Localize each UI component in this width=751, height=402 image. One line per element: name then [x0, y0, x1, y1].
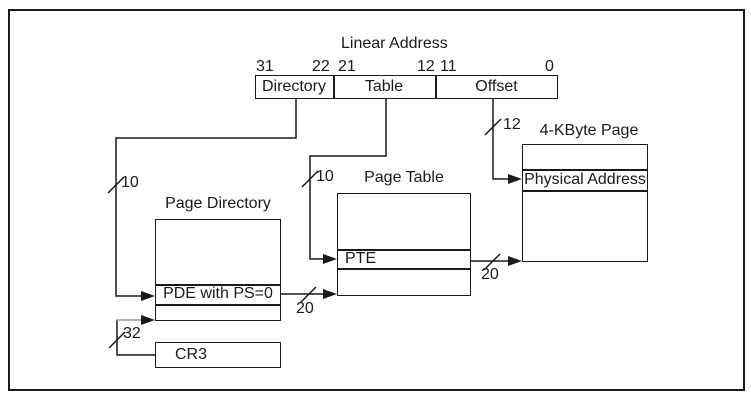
page-directory-box	[155, 219, 281, 321]
bit-label-12: 12	[417, 58, 435, 75]
connector-directory-to-pde	[115, 99, 297, 297]
bit-label-21: 21	[338, 58, 356, 75]
page-directory-row-divider	[155, 284, 281, 286]
bus-width-cr3-label: 32	[123, 325, 141, 342]
bus-width-pte-label: 20	[481, 266, 499, 283]
bus-slash-cr3	[108, 331, 126, 349]
arrowhead-into-page-directory-base	[141, 315, 155, 325]
arrowhead-into-page-base	[508, 256, 522, 266]
page-4kb-box	[522, 144, 648, 262]
connector-cr3-to-page-directory	[116, 320, 155, 356]
field-directory: Directory	[261, 78, 326, 95]
bus-width-pde-label: 20	[296, 300, 314, 317]
connector-table-to-pte	[309, 99, 387, 260]
page-directory-row-divider	[155, 304, 281, 306]
cr3-label: CR3	[175, 346, 208, 363]
page-table-title: Page Table	[364, 169, 444, 186]
arrowhead-into-pde	[141, 291, 155, 301]
bit-label-11: 11	[440, 58, 457, 75]
linear-address-title: Linear Address	[341, 35, 448, 52]
pte-entry: PTE	[345, 250, 377, 267]
arrowhead-into-page-table-base	[323, 289, 337, 299]
bus-slash-pde	[299, 286, 317, 304]
bus-width-table-label: 10	[316, 168, 334, 185]
bit-label-0: 0	[545, 58, 554, 75]
bus-slash-table	[301, 170, 319, 188]
arrowhead-into-physical-address	[508, 174, 522, 184]
arrowhead-into-pte	[323, 254, 337, 264]
field-divider-directory-table	[333, 75, 335, 99]
page-4kb-row-divider	[522, 190, 648, 192]
figure-border	[8, 9, 745, 391]
linear-address-box	[255, 75, 558, 99]
page-table-box	[337, 193, 471, 296]
field-table: Table	[364, 78, 404, 95]
page-directory-title: Page Directory	[165, 195, 271, 212]
bus-width-directory-label: 10	[121, 174, 139, 191]
bus-slash-pte	[483, 253, 501, 271]
physical-address-entry: Physical Address	[524, 171, 646, 188]
field-divider-table-offset	[435, 75, 437, 99]
bit-label-31: 31	[256, 58, 274, 75]
page-table-row-divider	[337, 268, 471, 270]
bus-slash-offset	[484, 118, 502, 136]
page-table-row-divider	[337, 249, 471, 251]
page-4kb-row-divider	[522, 169, 648, 171]
connector-offset-to-physical-address	[492, 99, 508, 180]
pde-entry: PDE with PS=0	[163, 285, 273, 302]
bit-label-22: 22	[312, 58, 330, 75]
bus-slash-directory	[107, 176, 125, 194]
cr3-box	[155, 342, 281, 368]
bus-width-offset-label: 12	[503, 116, 521, 133]
page-4kb-title: 4-KByte Page	[539, 122, 639, 139]
field-offset: Offset	[475, 78, 518, 95]
